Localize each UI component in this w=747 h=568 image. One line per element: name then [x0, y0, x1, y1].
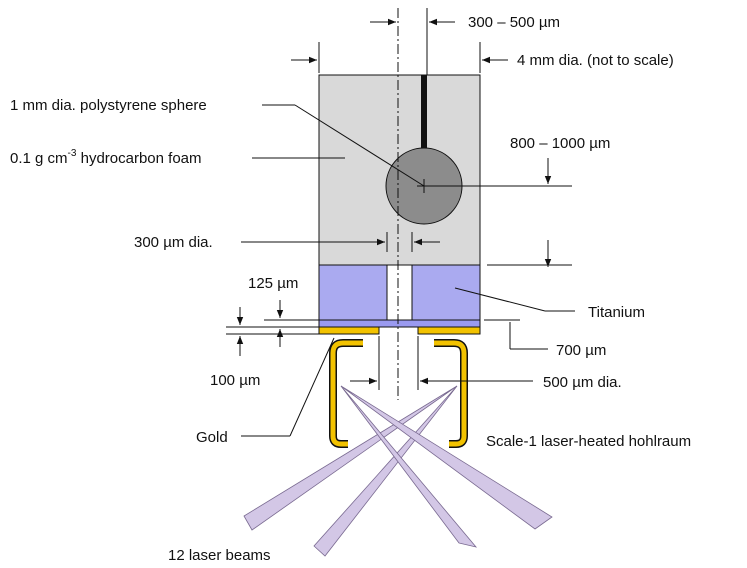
- hole-diameter-label: 300 µm dia.: [134, 234, 213, 251]
- laser-beam: [340, 385, 553, 530]
- titanium-thickness-label: 125 µm: [248, 275, 298, 292]
- titanium-base: [318, 319, 481, 328]
- titanium-label: Titanium: [588, 304, 645, 321]
- laser-beam: [340, 385, 478, 548]
- foot-700-label: 700 µm: [556, 342, 606, 359]
- laser-beam: [313, 385, 458, 557]
- axis-offset-dimension: [370, 8, 455, 75]
- foam-label: 0.1 g cm-3 hydrocarbon foam: [10, 148, 202, 167]
- hohlraum-label: Scale-1 laser-heated hohlraum: [486, 433, 691, 450]
- hohlraum-right-wall: [434, 339, 468, 448]
- sphere-stalk: [421, 75, 427, 155]
- gold-label: Gold: [196, 429, 228, 446]
- laser-beam: [243, 385, 458, 531]
- sphere-label: 1 mm dia. polystyrene sphere: [10, 97, 207, 114]
- laser-beams: [243, 385, 553, 557]
- laser-hole-label: 500 µm dia.: [543, 374, 622, 391]
- outer-diameter-label: 4 mm dia. (not to scale): [517, 52, 674, 69]
- gold-plate-right: [417, 326, 481, 335]
- outer-diameter-dimension: [291, 42, 508, 73]
- axis-offset-label: 300 – 500 µm: [468, 14, 560, 31]
- hohlraum-left-wall: [329, 339, 363, 448]
- titanium-hole: [386, 264, 413, 321]
- laser-beams-label: 12 laser beams: [168, 547, 271, 564]
- sphere-height-label: 800 – 1000 µm: [510, 135, 610, 152]
- gold-plate-left: [318, 326, 380, 335]
- gold-gap-label: 100 µm: [210, 372, 260, 389]
